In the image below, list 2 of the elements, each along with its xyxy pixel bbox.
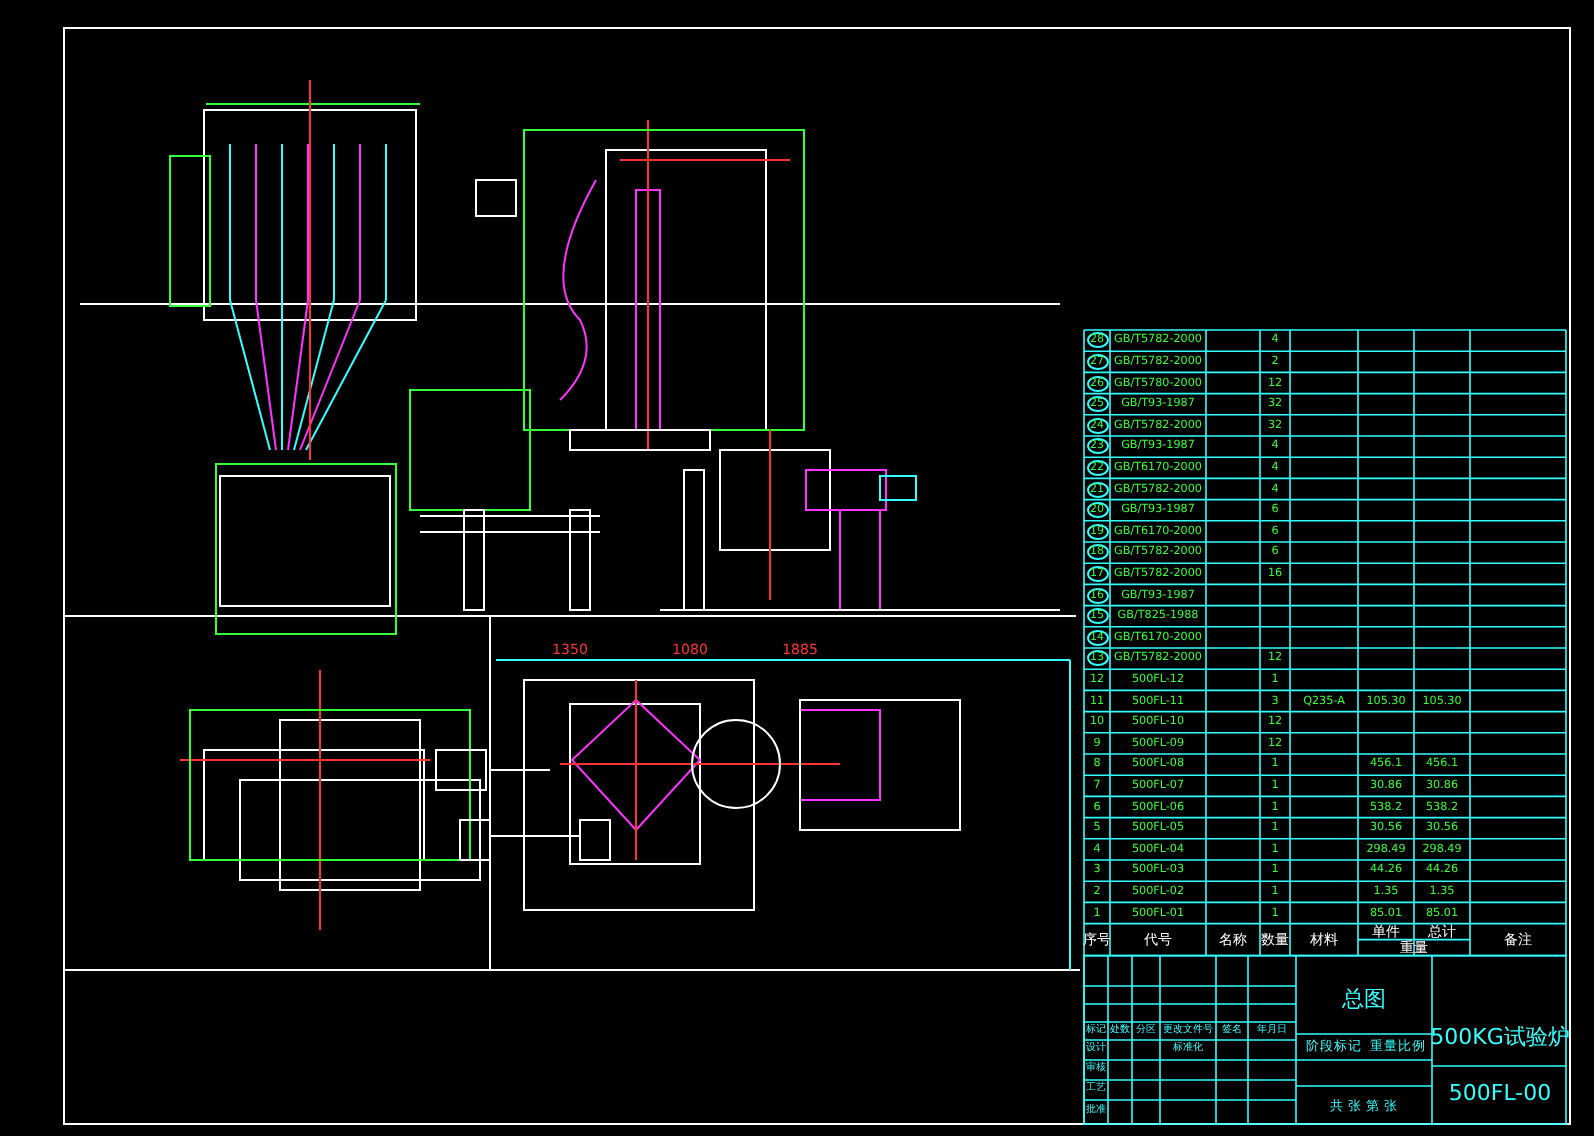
drawing-title: 总图 [1342,992,1386,1008]
drawing-number: 500FL-00 [1448,1086,1552,1102]
